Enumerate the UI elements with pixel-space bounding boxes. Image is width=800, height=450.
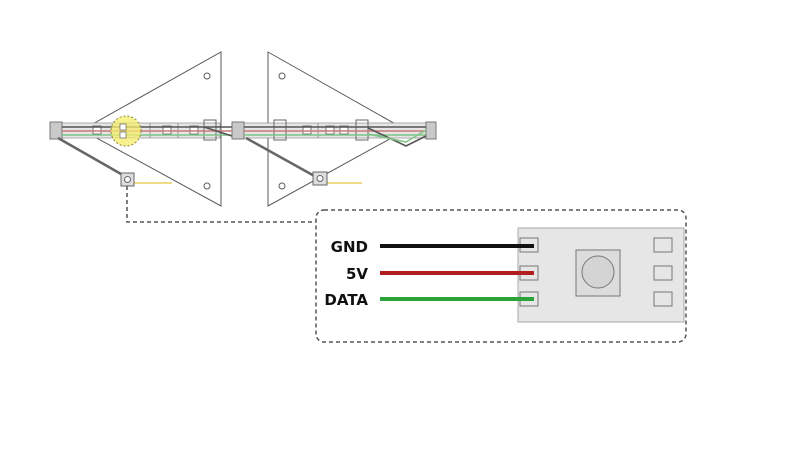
solder-pad [119, 131, 127, 139]
mount-hole [203, 182, 211, 190]
solder-pad [119, 123, 127, 131]
strip-wires-right [244, 126, 427, 147]
led-strip-right [243, 119, 429, 141]
led-chip [92, 125, 102, 135]
strip-end-box [203, 119, 217, 141]
strip-end-box [355, 119, 369, 141]
lead-wire-left [57, 136, 129, 180]
label-gnd: GND [331, 238, 368, 256]
wire-crossover [367, 129, 427, 143]
highlight-circle [110, 115, 142, 147]
strip-connector-middle [231, 121, 245, 140]
detail-pad-out [653, 291, 673, 307]
lead-wire-right [245, 136, 319, 180]
label-5v: 5V [346, 265, 368, 283]
mount-hole [278, 72, 286, 80]
strip-end-box [273, 119, 287, 141]
strip-wires-left [62, 126, 233, 137]
strip-connector-left [49, 121, 63, 140]
led-chip [339, 125, 349, 135]
wire-gnd [203, 126, 233, 137]
pushbutton-cap [316, 175, 324, 182]
pushbutton-cap [124, 176, 131, 183]
detail-pad-out [653, 265, 673, 281]
label-data: DATA [324, 291, 368, 309]
detail-callout: GND 5V DATA [315, 209, 687, 343]
led-chip [189, 125, 199, 135]
highlight-marker [110, 115, 142, 147]
detail-led-lens [581, 255, 615, 289]
led-chip [302, 125, 312, 135]
detail-pad-out [653, 237, 673, 253]
strip-connector-right [425, 121, 437, 140]
led-chip [325, 125, 335, 135]
callout-connector [126, 186, 316, 223]
pushbutton-left [120, 172, 172, 187]
mount-hole [203, 72, 211, 80]
led-chip [162, 125, 172, 135]
pushbutton-right [312, 171, 362, 186]
mount-hole [278, 182, 286, 190]
wire-crossover [367, 127, 427, 147]
